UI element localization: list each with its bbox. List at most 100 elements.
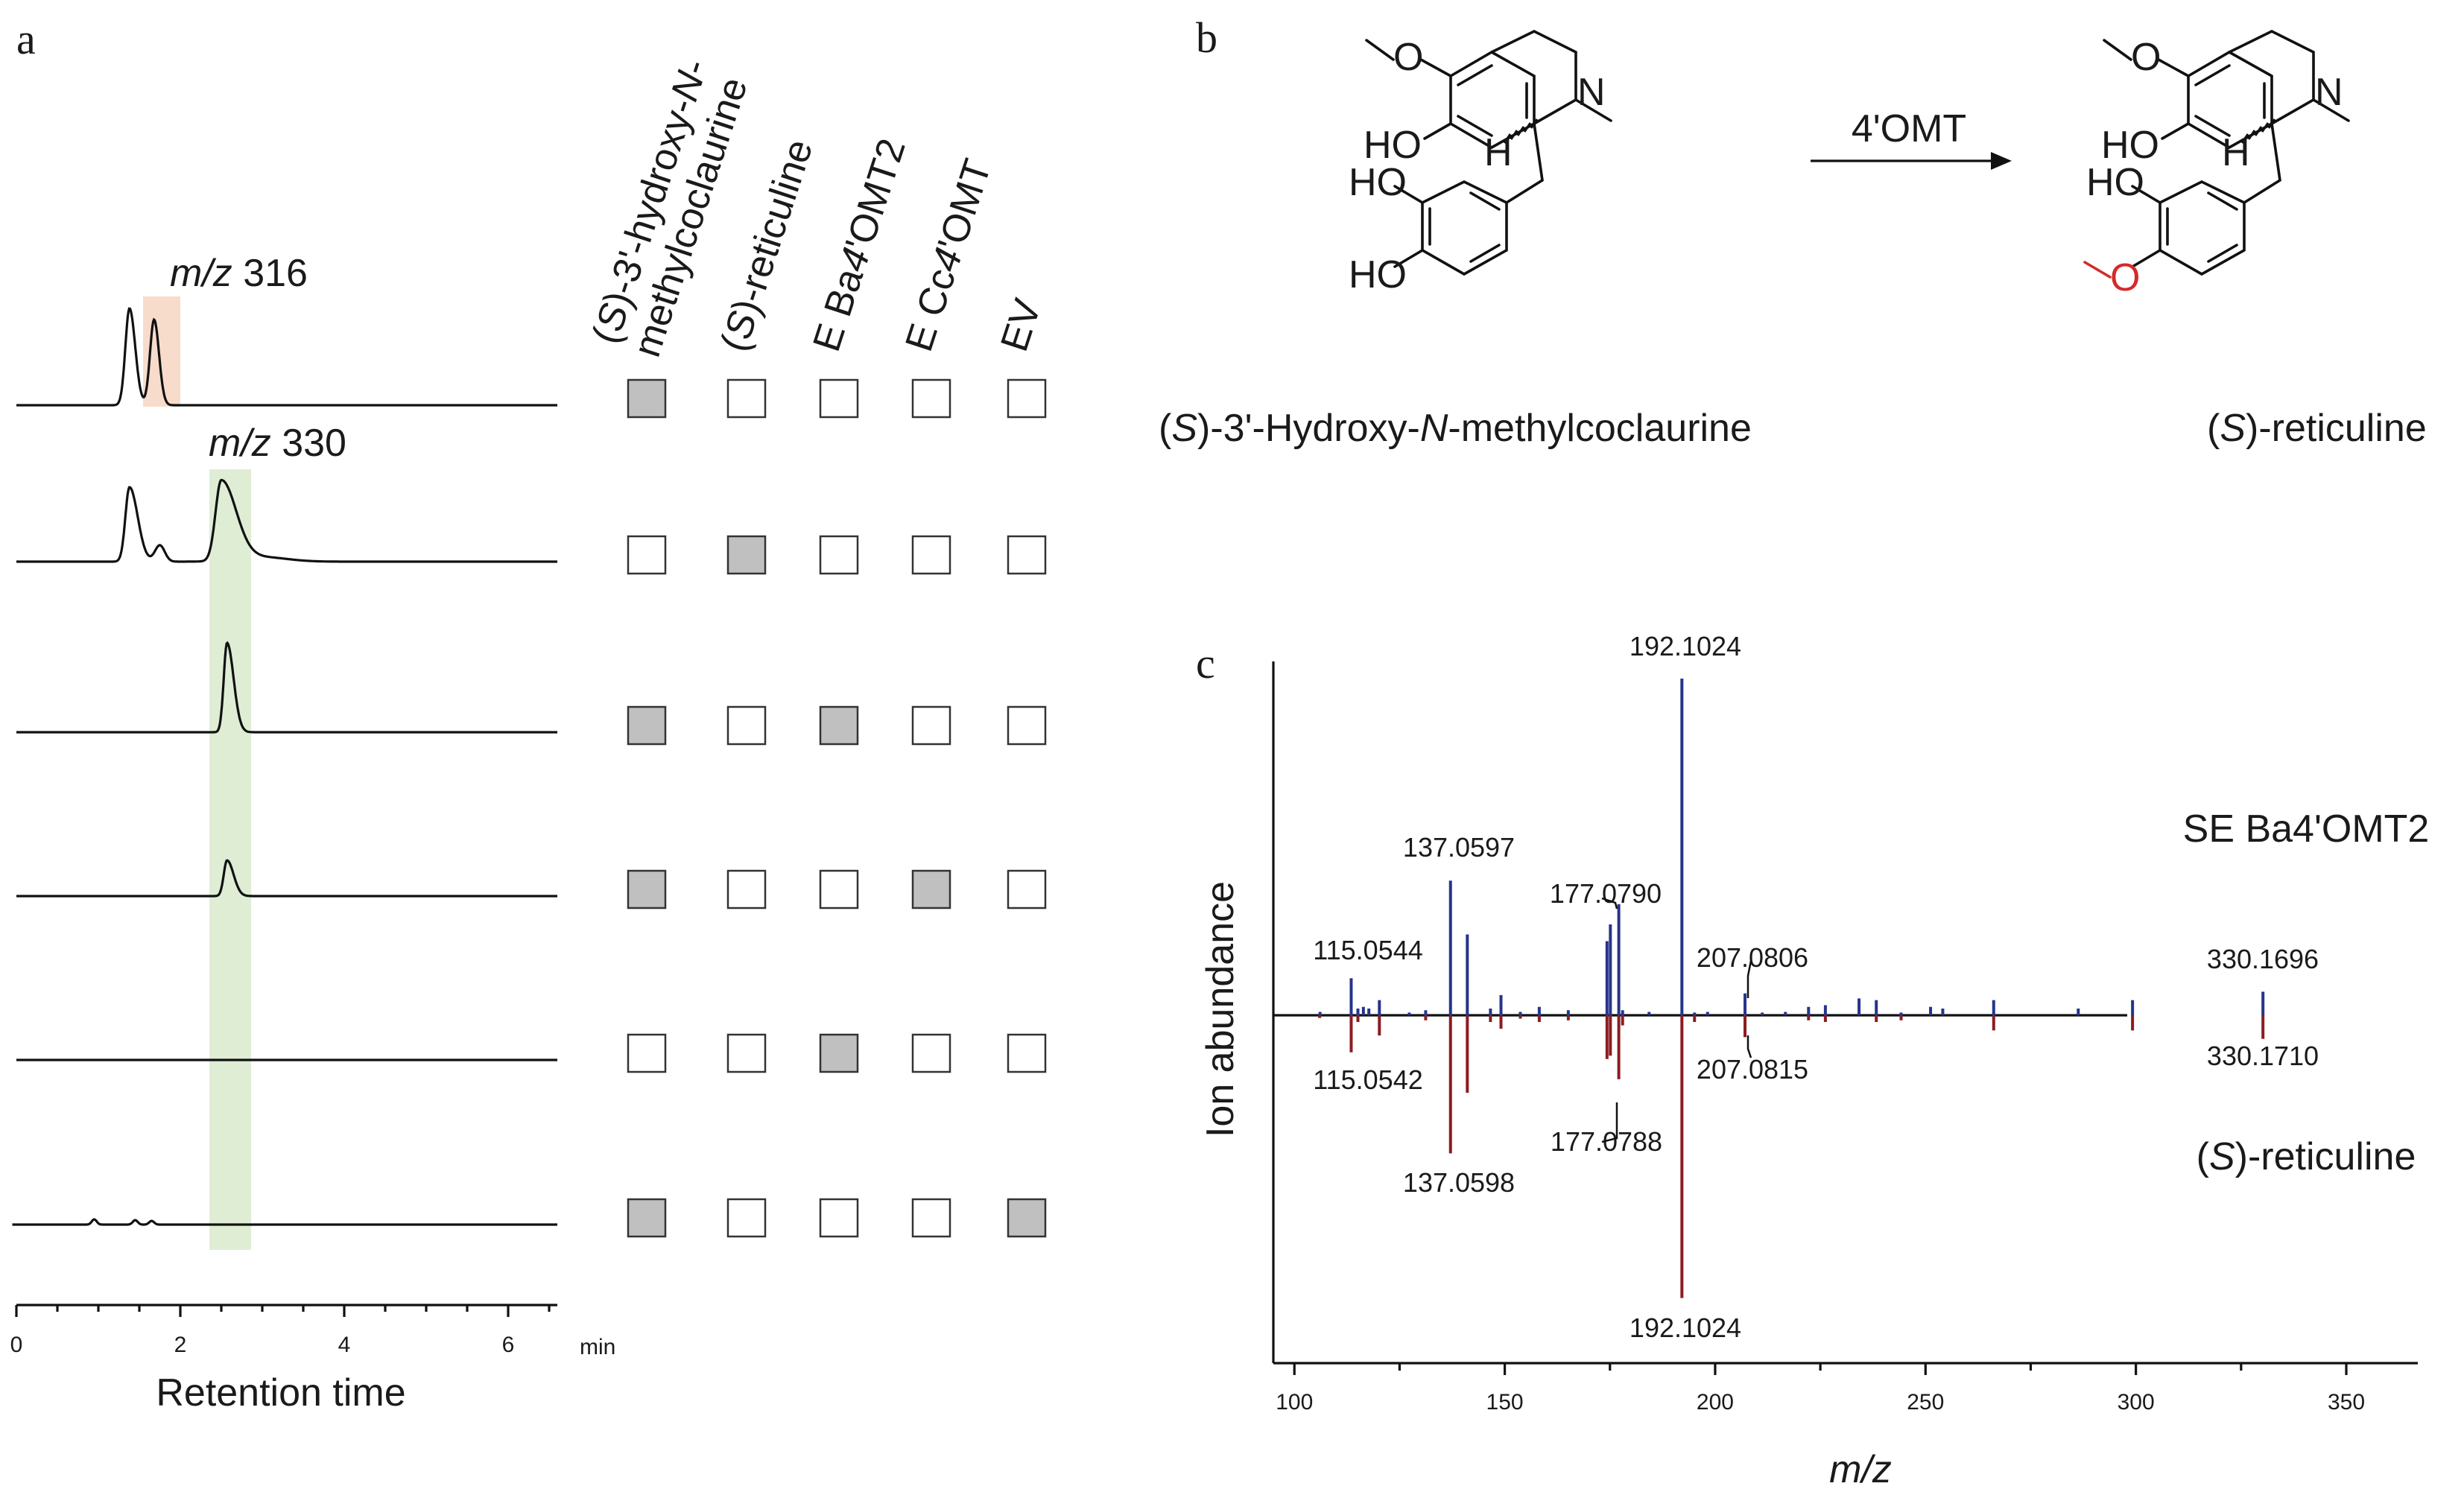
condition-square-empty [1007, 869, 1047, 910]
condition-square-empty [1007, 535, 1047, 575]
peak-label-top: 192.1024 [1630, 631, 1741, 661]
chemical-bond [1469, 244, 1501, 263]
condition-square-empty [819, 535, 859, 575]
rt-tick-label: 2 [174, 1333, 187, 1357]
chemical-bond [1505, 122, 1544, 204]
atom-label-ho: HO [1364, 124, 1422, 167]
chemical-bond [2159, 180, 2246, 276]
condition-square-empty [1007, 705, 1047, 746]
stereo-hash [1510, 130, 1518, 140]
substrate-name: (S)-3'-Hydroxy-N-methylcoclaurine [1159, 407, 1752, 450]
atom-label-o: O [2131, 36, 2161, 79]
condition-header-line-part: )-reticuline [724, 134, 821, 320]
atom-label-o: O [1393, 36, 1423, 79]
ms-x-tick-label: 100 [1276, 1390, 1313, 1415]
legend-standard: (S)-reticuline [2197, 1135, 2416, 1178]
condition-square-empty [726, 1033, 767, 1073]
ms-x-tick-label: 350 [2328, 1390, 2365, 1415]
chromatogram-trace [16, 859, 557, 898]
condition-square-filled [911, 869, 951, 910]
atom-label-ho: HO [1349, 253, 1407, 296]
stereo-hash [2240, 133, 2249, 144]
rt-axis-unit: min [580, 1335, 615, 1359]
condition-header-line-part: 'OMT2 [837, 133, 914, 256]
chromatogram-trace [16, 478, 557, 563]
chromatogram-trace [12, 1218, 557, 1226]
substrate-name-part: )-3'-Hydroxy- [1197, 407, 1420, 450]
panel-letter-a: a [16, 15, 36, 63]
stereo-hash [2254, 126, 2263, 136]
condition-square-empty [726, 378, 767, 419]
condition-header-line-part: E Ba [805, 263, 872, 356]
chemical-bond [1490, 29, 1577, 125]
highlight-m330 [209, 469, 251, 1250]
chemical-bond [2194, 115, 2231, 137]
condition-header: E Ba4'OMT2 [805, 133, 914, 356]
chemical-bond [1457, 64, 1493, 86]
product-name: (S)-reticuline [2207, 407, 2427, 450]
condition-square-empty [726, 705, 767, 746]
condition-square-filled [1007, 1198, 1047, 1238]
substrate-name-part: N [1420, 407, 1448, 450]
condition-header-line-part: EV [992, 294, 1050, 357]
panel-b-reaction-scheme: OHONHHOHOOHONHHOO4'OMT(S)-3'-Hydroxy-N-m… [1159, 29, 2427, 450]
chemical-bond [2207, 191, 2238, 211]
chemical-bond [1365, 39, 1395, 61]
substrate-name-part: S [1171, 407, 1197, 450]
peak-label-top: 330.1696 [2207, 944, 2319, 974]
condition-square-filled [627, 378, 667, 419]
condition-square-empty [819, 378, 859, 419]
condition-square-empty [819, 869, 859, 910]
mz-annotation: m/z 316 [170, 252, 308, 295]
product-name-part: )-reticuline [2246, 407, 2427, 450]
stereo-hash [1503, 133, 1512, 144]
peak-label-top: 115.0544 [1313, 935, 1422, 965]
condition-square-empty [819, 1198, 859, 1238]
peak-label-bottom: 207.0815 [1697, 1054, 1808, 1085]
condition-header-line: EV [992, 294, 1050, 357]
chemical-bond [1469, 191, 1501, 211]
chemical-bond [2103, 39, 2132, 61]
chemical-bond [1393, 185, 1424, 204]
peak-label-top: 177.0790 [1550, 878, 1662, 909]
condition-square-filled [627, 705, 667, 746]
substrate-name-part: ( [1159, 407, 1172, 450]
chemical-bond [2207, 244, 2238, 263]
chemical-bond [1393, 249, 1424, 268]
mz-annotation-value: 316 [232, 252, 308, 295]
condition-square-empty [627, 535, 667, 575]
condition-square-empty [911, 1033, 951, 1073]
rt-tick-label: 0 [10, 1333, 23, 1357]
chromatogram-trace [16, 307, 557, 407]
mz-annotation-value: 330 [271, 422, 346, 465]
condition-square-empty [1007, 1033, 1047, 1073]
chemical-bond [2228, 29, 2315, 125]
chemical-bond [1574, 98, 1612, 122]
highlight-m316 [143, 296, 180, 407]
chemical-bond [1457, 115, 1493, 137]
product-name-part: S [2220, 407, 2246, 450]
chemical-bond [1421, 180, 1508, 276]
chemical-bond [2157, 58, 2190, 77]
condition-square-filled [819, 1033, 859, 1073]
condition-square-empty [911, 1198, 951, 1238]
condition-square-filled [726, 535, 767, 575]
condition-square-empty [911, 705, 951, 746]
atom-label-n: N [1577, 71, 1606, 114]
condition-header-line-part: 'OMT [930, 154, 1000, 256]
methyl-bond-highlight [2083, 261, 2112, 279]
stereo-hash [1516, 126, 1525, 136]
product-name-part: ( [2207, 407, 2220, 450]
peak-label-bottom: 115.0542 [1313, 1064, 1422, 1095]
atom-label-ho: HO [2101, 124, 2159, 167]
condition-square-filled [627, 869, 667, 910]
condition-square-empty [726, 869, 767, 910]
atom-label-h: H [1484, 131, 1513, 174]
chemical-bond [2312, 98, 2350, 122]
mz-annotation-prefix: m/z [170, 252, 232, 295]
mz-annotation: m/z 330 [209, 422, 346, 465]
